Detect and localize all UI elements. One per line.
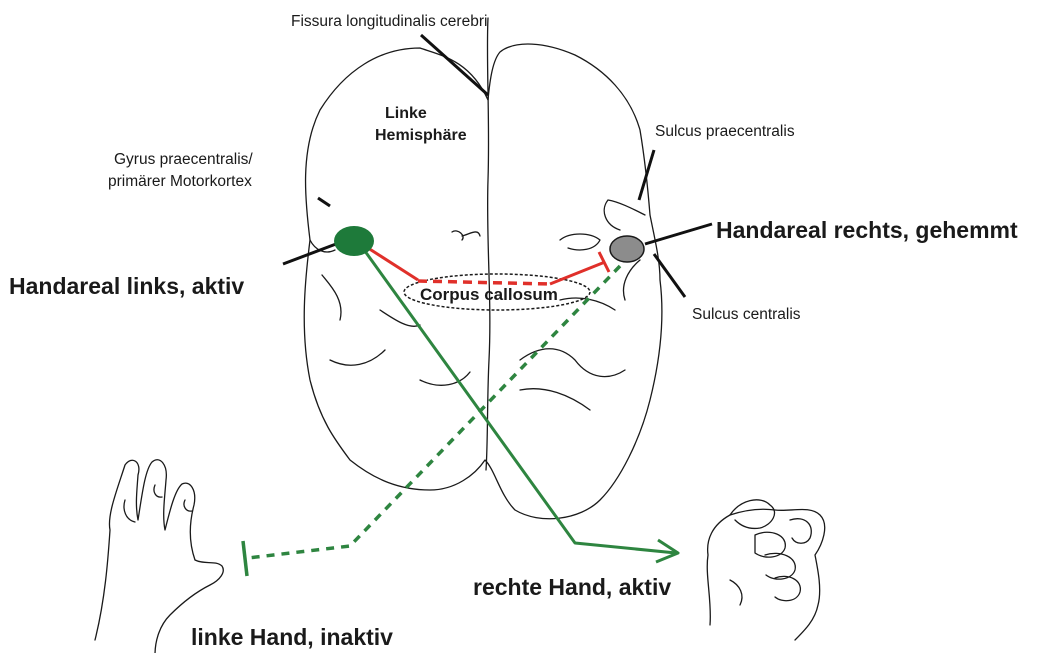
- pathway-block-icon: [243, 541, 247, 576]
- leader-gyrus: [318, 198, 330, 206]
- label-sulcus-praecentralis: Sulcus praecentralis: [655, 123, 795, 140]
- label-hemisphaere: Hemisphäre: [375, 127, 467, 144]
- leader-sulcus-centralis: [654, 254, 685, 297]
- leader-sulcus-praecentralis: [639, 150, 654, 200]
- right-hand-icon: [707, 500, 824, 640]
- label-gyrus-line2: primärer Motorkortex: [108, 173, 252, 190]
- left-hand-area-active: [334, 226, 374, 256]
- label-fissura: Fissura longitudinalis cerebri: [291, 13, 487, 30]
- label-gyrus-line1: Gyrus praecentralis/: [114, 151, 253, 168]
- inhibition-bar-icon: [599, 252, 609, 272]
- label-handareal-rechts: Handareal rechts, gehemmt: [716, 217, 1018, 243]
- label-sulcus-centralis: Sulcus centralis: [692, 306, 801, 323]
- right-hand-area-inhibited: [610, 236, 644, 262]
- label-linke: Linke: [385, 105, 427, 122]
- label-corpus-callosum: Corpus callosum: [420, 285, 558, 304]
- label-linke-hand: linke Hand, inaktiv: [191, 624, 393, 650]
- leader-handareal-rechts: [645, 224, 712, 244]
- leader-fissura: [421, 35, 488, 95]
- label-handareal-links: Handareal links, aktiv: [9, 273, 244, 299]
- leader-lines: [283, 35, 712, 297]
- label-rechte-hand: rechte Hand, aktiv: [473, 574, 671, 600]
